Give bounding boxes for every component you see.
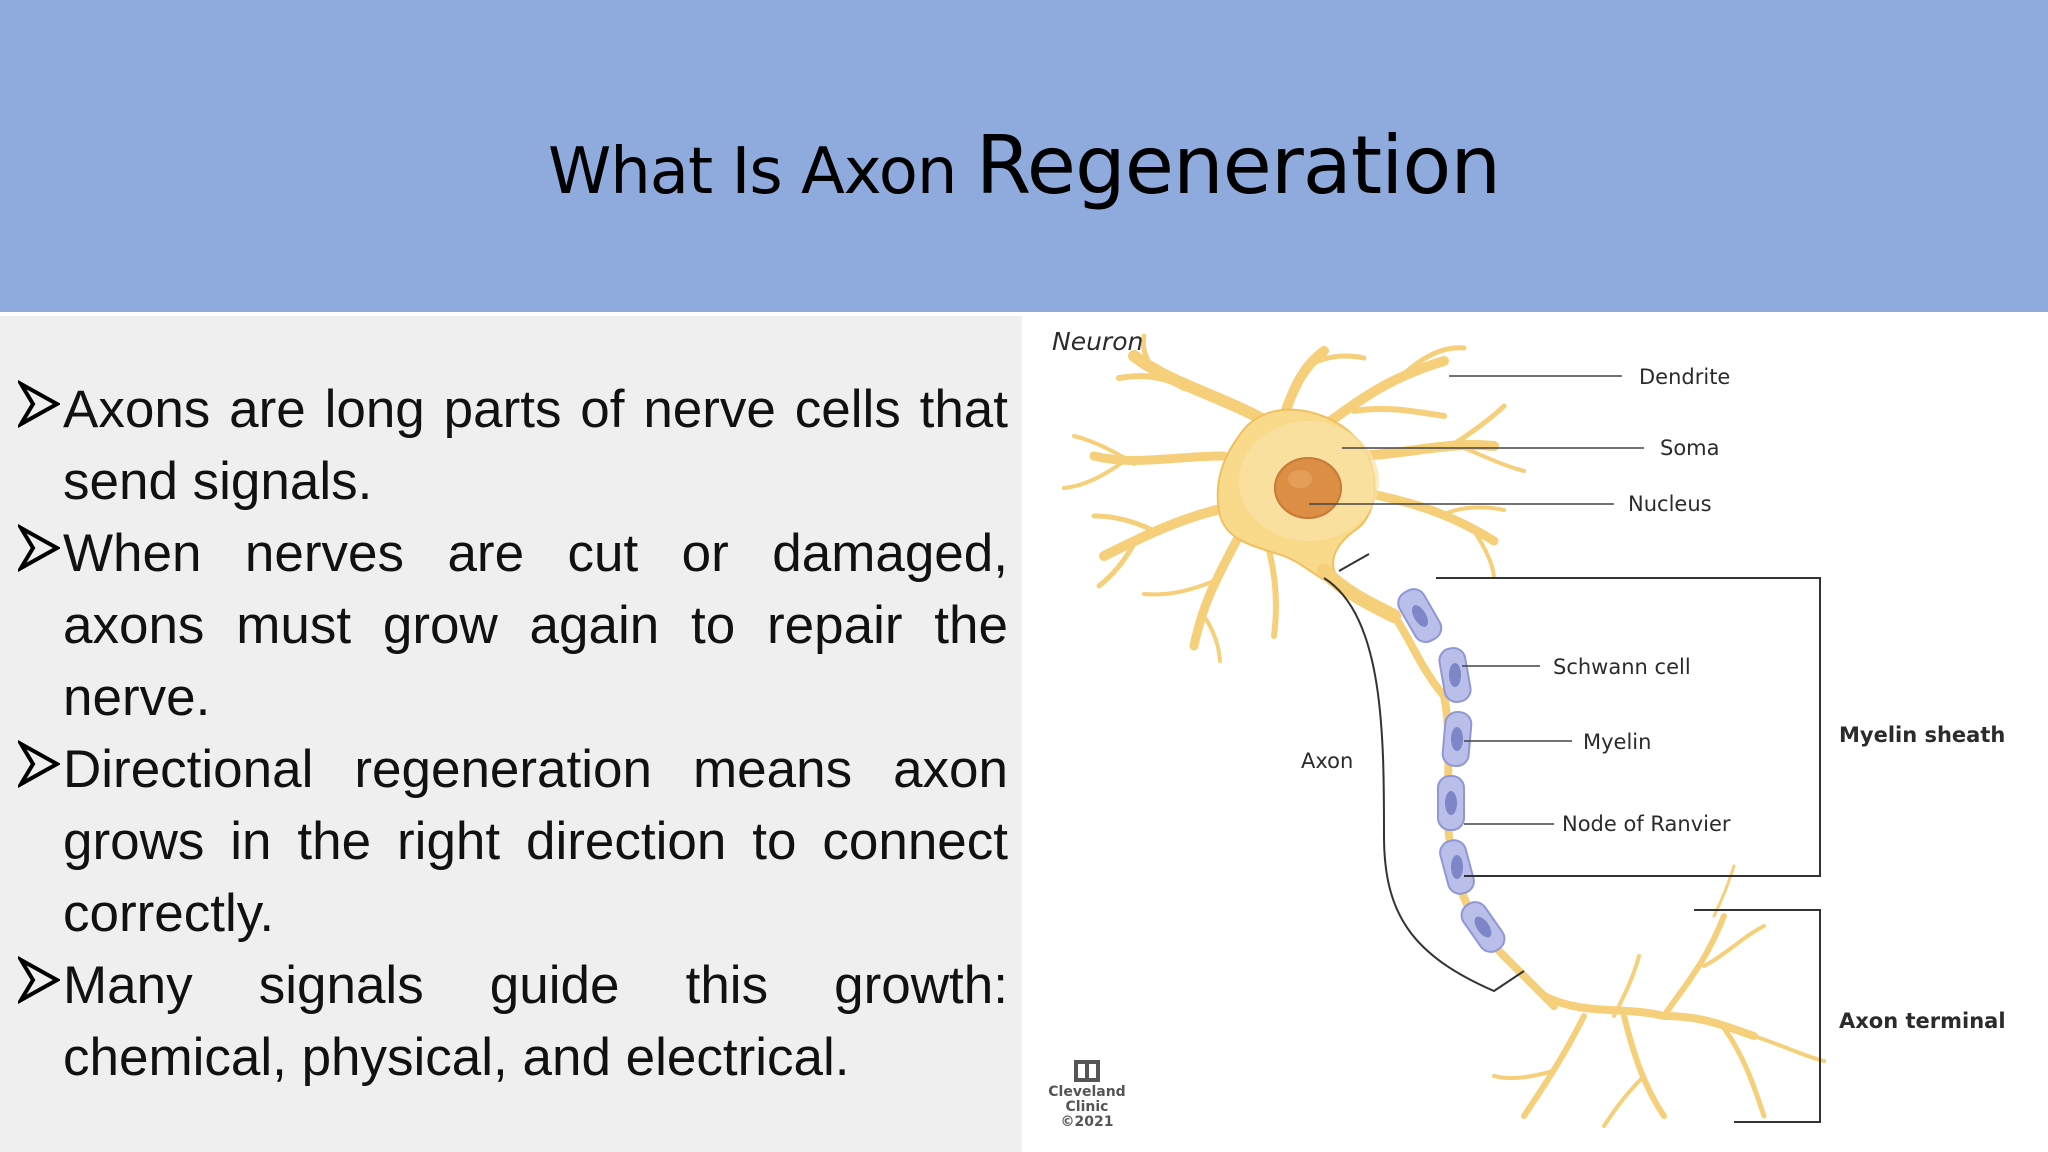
bullet-text: When nerves are cut or damaged, axons mu…: [63, 524, 1008, 727]
bullet-text: Directional regeneration means axon grow…: [63, 740, 1008, 943]
logo-line-1: Cleveland: [1048, 1084, 1125, 1100]
neuron-diagram-panel: Neuron Dendrite Soma Nucleus Schwann cel…: [1024, 316, 2048, 1152]
label-schwann-cell: Schwann cell: [1553, 655, 1691, 679]
arrow-bullet-icon: [18, 956, 60, 1004]
bullet-item: Directional regeneration means axon grow…: [18, 734, 1008, 950]
myelin-sheath-bracket: [1436, 577, 1821, 877]
title-part-2: Regeneration: [975, 118, 1501, 212]
cleveland-clinic-logo: Cleveland Clinic ©2021: [1048, 1060, 1126, 1130]
bullet-list: Axons are long parts of nerve cells that…: [18, 374, 1008, 1094]
nucleus-shape: [1274, 457, 1342, 519]
cleveland-clinic-logo-icon: [1074, 1060, 1100, 1082]
label-dendrite: Dendrite: [1639, 365, 1730, 389]
logo-year: ©2021: [1061, 1114, 1114, 1130]
label-axon-terminal: Axon terminal: [1839, 1009, 2006, 1033]
label-soma: Soma: [1660, 436, 1720, 460]
axon-terminal-branches: [1492, 864, 1826, 1128]
slide-title: What Is Axon Regeneration: [547, 101, 1501, 212]
bullet-item: Many signals guide this growth: chemical…: [18, 950, 1008, 1094]
axon-hillock: [1317, 564, 1401, 623]
diagram-heading: Neuron: [1052, 327, 1143, 356]
title-part-1: What Is Axon: [547, 134, 976, 209]
schwann-cores: [1412, 605, 1492, 938]
text-panel: Axons are long parts of nerve cells that…: [0, 316, 1022, 1152]
arrow-bullet-icon: [18, 380, 60, 428]
arrow-bullet-icon: [18, 740, 60, 788]
bullet-item: Axons are long parts of nerve cells that…: [18, 374, 1008, 518]
neuron-diagram: Neuron Dendrite Soma Nucleus Schwann cel…: [1048, 327, 2006, 1130]
label-axon: Axon: [1301, 749, 1353, 773]
leader-lines: [1309, 375, 1644, 825]
bullet-text: Axons are long parts of nerve cells that…: [63, 380, 1008, 511]
bullet-item: When nerves are cut or damaged, axons mu…: [18, 518, 1008, 734]
bullet-text: Many signals guide this growth: chemical…: [63, 956, 1008, 1087]
label-nucleus: Nucleus: [1628, 492, 1712, 516]
label-node-of-ranvier: Node of Ranvier: [1562, 812, 1731, 836]
label-myelin: Myelin: [1583, 730, 1651, 754]
axon-terminal-bracket: [1694, 909, 1821, 1123]
logo-line-2: Clinic: [1066, 1099, 1109, 1115]
axon-core: [1390, 612, 1558, 1010]
arrow-bullet-icon: [18, 524, 60, 572]
axon-bracket: [1323, 553, 1525, 993]
title-bar: What Is Axon Regeneration: [0, 0, 2048, 312]
label-myelin-sheath: Myelin sheath: [1839, 723, 2005, 747]
